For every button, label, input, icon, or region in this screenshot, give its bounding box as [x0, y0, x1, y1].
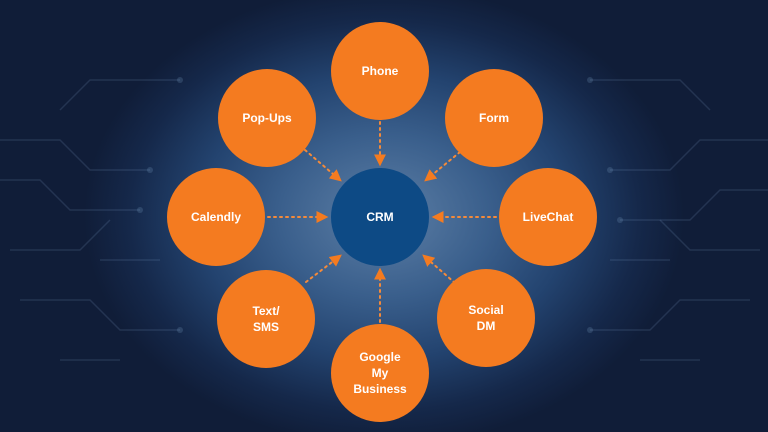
- connector-text: [305, 254, 342, 283]
- node-google-my-business-label: Google My Business: [353, 350, 407, 396]
- node-crm-label: CRM: [366, 210, 394, 224]
- node-text-sms-label: Text/ SMS: [252, 304, 280, 334]
- node-phone: Phone: [331, 22, 429, 120]
- node-social-dm: Social DM: [437, 269, 535, 367]
- node-pop-ups: Pop-Ups: [218, 69, 316, 167]
- node-phone-label: Phone: [361, 64, 399, 78]
- node-livechat: LiveChat: [499, 168, 597, 266]
- node-crm-hub: CRM: [331, 168, 429, 266]
- node-pop-ups-label: Pop-Ups: [242, 111, 292, 125]
- node-google-my-business: Google My Business: [331, 324, 429, 422]
- node-social-dm-label: Social DM: [468, 303, 504, 333]
- node-text-sms: Text/ SMS: [217, 270, 315, 368]
- node-calendly-label: Calendly: [190, 210, 241, 224]
- node-calendly: Calendly: [167, 168, 265, 266]
- connector-form: [424, 151, 461, 182]
- node-form-label: Form: [479, 111, 509, 125]
- node-form: Form: [445, 69, 543, 167]
- connector-popups: [304, 149, 342, 182]
- connector-social: [422, 254, 456, 284]
- node-livechat-label: LiveChat: [522, 210, 574, 224]
